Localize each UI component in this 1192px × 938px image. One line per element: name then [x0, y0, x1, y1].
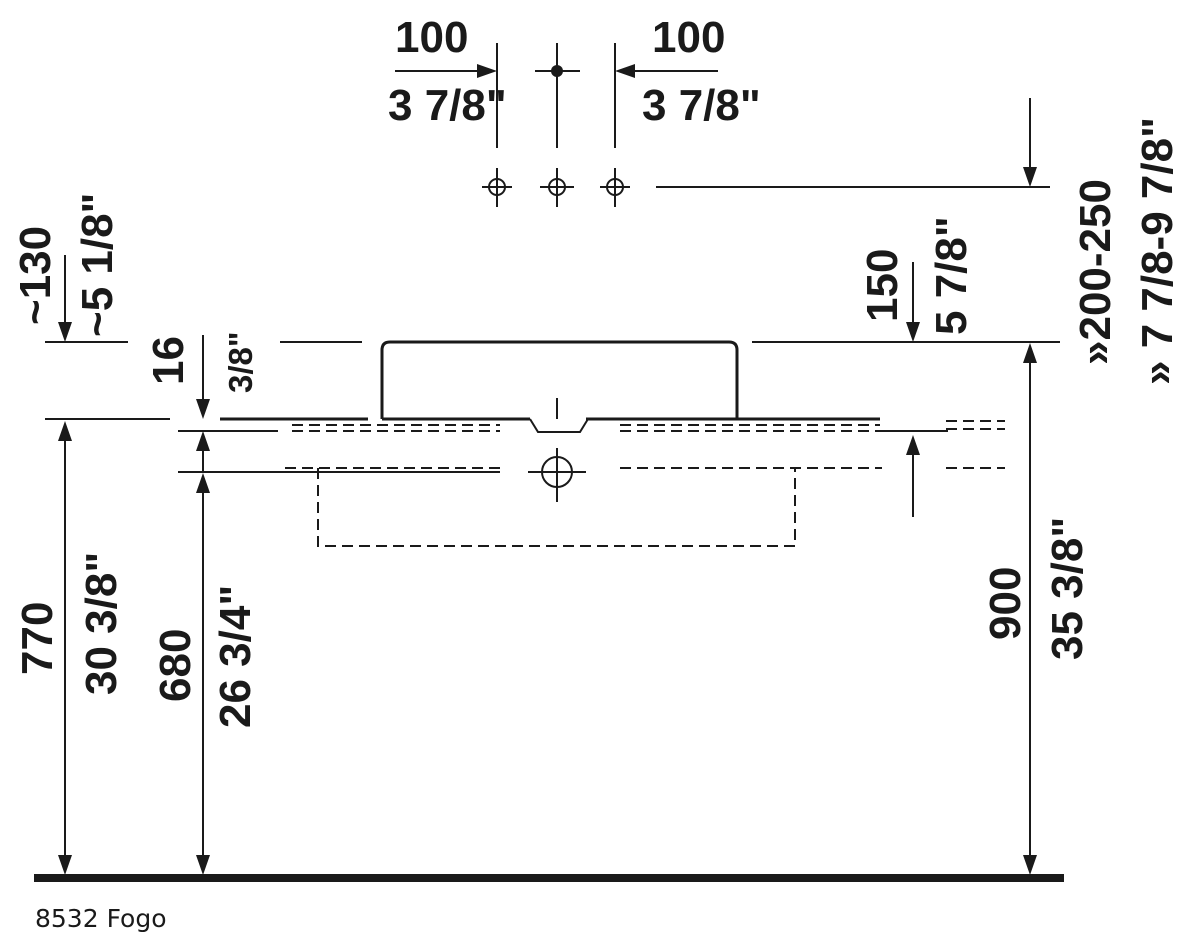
tap-hole-center-icon [540, 168, 574, 207]
arrow-right-icon [477, 64, 497, 78]
cabinet-height-mm: 680 [151, 629, 200, 702]
arrow-up-icon [58, 421, 72, 441]
counter-height-mm: 770 [13, 602, 62, 675]
total-height-mm: 900 [981, 567, 1030, 640]
arrow-down-icon [196, 399, 210, 419]
countertop [45, 417, 1005, 433]
arrow-up-icon [196, 473, 210, 493]
approx-left-in: ~5 1/8" [73, 193, 122, 337]
basin-height-dimension: 150 5 7/8" [858, 216, 976, 342]
product-caption: 8532 Fogo [35, 904, 167, 933]
height-range-mm: »200-250 [1071, 179, 1120, 365]
spacing-left-in: 3 7/8" [388, 81, 507, 130]
arrow-down-icon [906, 322, 920, 342]
rim-dimension: 16 3/8" [144, 331, 259, 472]
arrow-down-icon [1023, 167, 1037, 187]
tap-hole-left-icon [482, 168, 512, 207]
arrow-up-icon [196, 431, 210, 451]
floor-line [34, 874, 1064, 882]
drain-hole-icon [528, 448, 586, 502]
arrow-down-icon [196, 855, 210, 875]
tap-hole-spacing: 100 3 7/8" 100 3 7/8" [388, 13, 761, 148]
tap-hole-right-icon [600, 168, 630, 207]
arrow-left-icon [615, 64, 635, 78]
arrow-down-icon [58, 855, 72, 875]
counter-height-in: 30 3/8" [77, 552, 126, 695]
tap-height-dimension: »200-250 » 7 7/8-9 7/8" [1023, 98, 1182, 385]
counter-height-dimension: 770 30 3/8" [13, 421, 126, 875]
basin-outline [280, 340, 1060, 419]
arrow-up-icon [906, 435, 920, 455]
approx-dimension: ~130 ~5 1/8" [11, 193, 128, 343]
cabinet-height-dimension: 680 26 3/4" [151, 473, 260, 875]
arrow-up-icon [1023, 343, 1037, 363]
tap-holes [482, 168, 1050, 207]
arrow-down-icon [58, 322, 72, 342]
spacing-right-in: 3 7/8" [642, 81, 761, 130]
basin-height-in: 5 7/8" [927, 216, 976, 335]
cabinet-height-in: 26 3/4" [211, 585, 260, 728]
height-range-in: » 7 7/8-9 7/8" [1133, 117, 1182, 385]
rim-in: 3/8" [222, 331, 259, 393]
arrow-down-icon [1023, 855, 1037, 875]
approx-left-mm: ~130 [11, 226, 60, 325]
spacing-right-mm: 100 [652, 13, 725, 62]
vanity-cabinet [178, 435, 1005, 547]
total-height-in: 35 3/8" [1043, 517, 1092, 660]
total-height-dimension: 900 35 3/8" [981, 343, 1092, 875]
rim-mm: 16 [144, 336, 193, 385]
basin-height-mm: 150 [858, 249, 907, 322]
spacing-left-mm: 100 [395, 13, 468, 62]
